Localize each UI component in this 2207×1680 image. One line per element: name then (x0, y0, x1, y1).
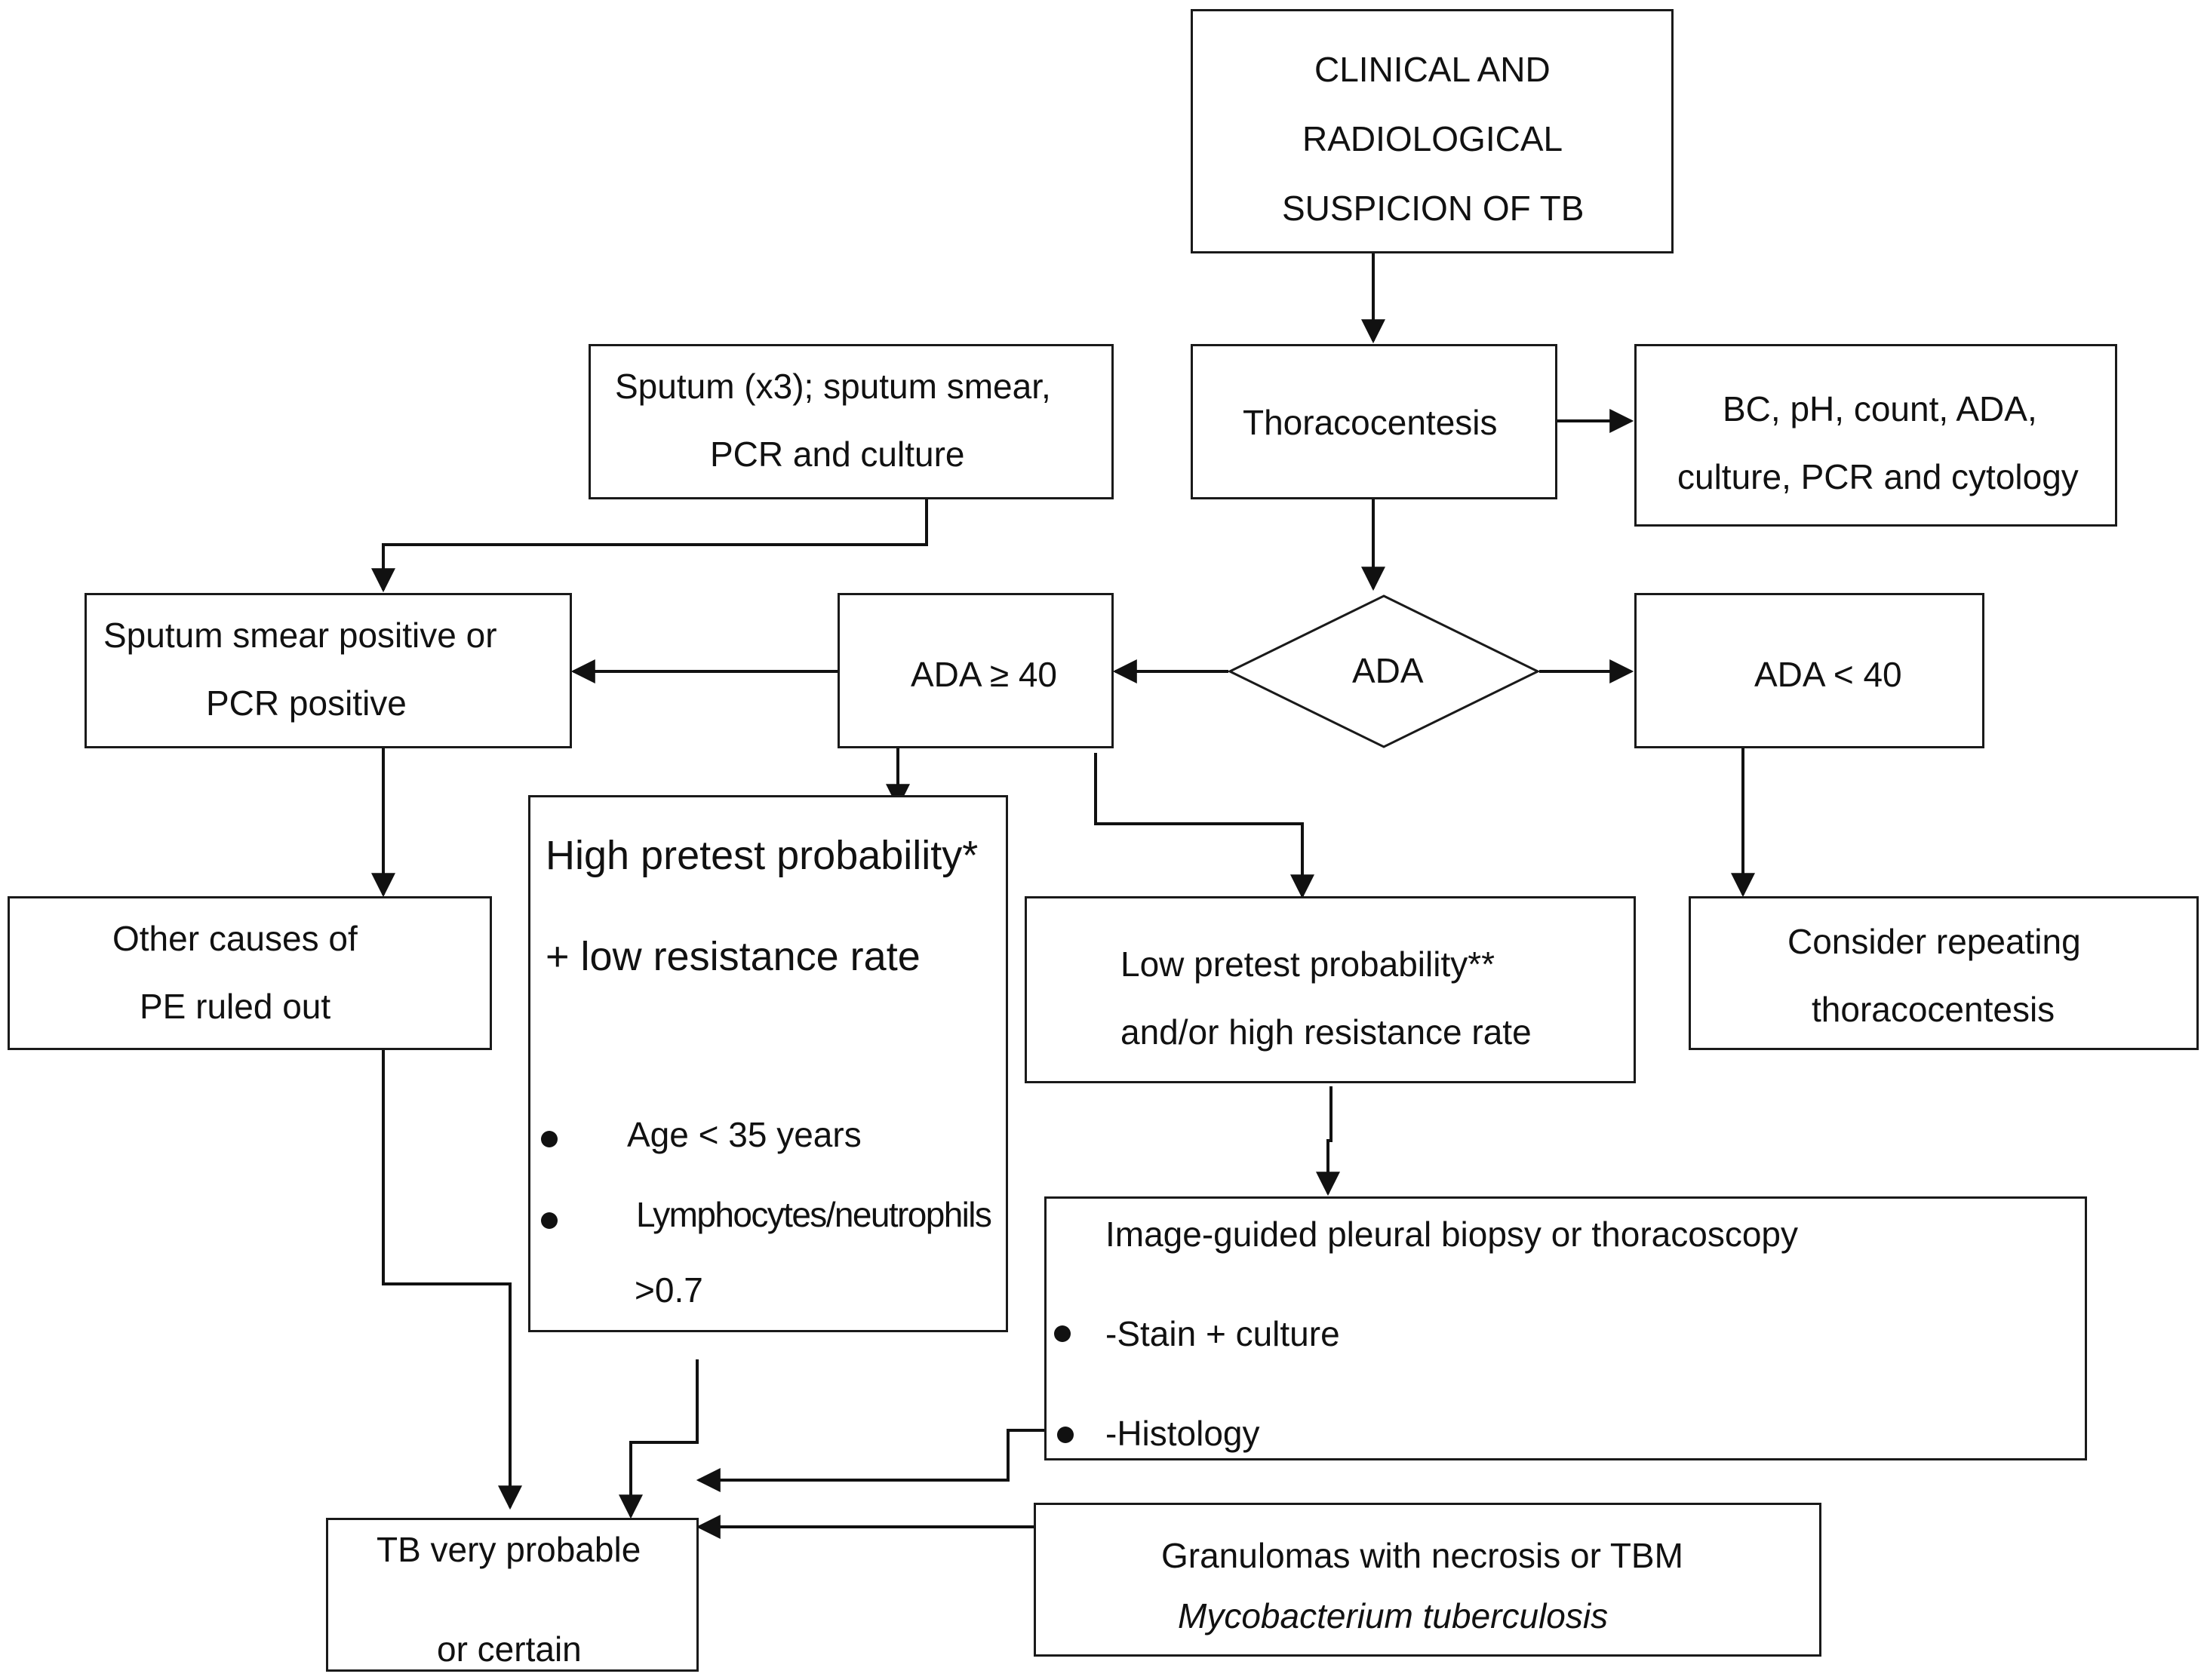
thoracocentesis-text: Thoracocentesis (1243, 403, 1498, 442)
high-pretest-text-line1: High pretest probability* (546, 833, 979, 878)
granulomas-box: Granulomas with necrosis or TBM Mycobact… (1034, 1503, 1821, 1657)
high-pretest-text-line2: + low resistance rate (546, 934, 921, 979)
low-pretest-text-line2: and/or high resistance rate (1120, 1012, 1532, 1052)
biopsy-item-2: -Histology (1105, 1414, 1260, 1453)
start-box: CLINICAL AND RADIOLOGICAL SUSPICION OF T… (1191, 9, 1674, 253)
biopsy-item-1: -Stain + culture (1105, 1314, 1340, 1353)
arrow-high-pretest-to-tb-probable (619, 1359, 699, 1519)
biopsy-bullet-2 (1057, 1427, 1074, 1443)
start-text-line2: RADIOLOGICAL (1302, 119, 1563, 158)
ada-decision-text: ADA (1352, 651, 1424, 690)
high-pretest-bullet-1-text: Age < 35 years (627, 1115, 862, 1154)
ada-low-box: ADA < 40 (1634, 593, 1984, 748)
low-pretest-text-line1: Low pretest probability** (1120, 944, 1495, 984)
high-pretest-bullet-1 (541, 1131, 558, 1147)
tests-box: BC, pH, count, ADA, culture, PCR and cyt… (1634, 344, 2117, 527)
sputum-text-line1: Sputum (x3); sputum smear, (615, 367, 1051, 406)
arrow-other-causes-to-tb-probable (382, 1050, 522, 1510)
tests-text-line2: culture, PCR and cytology (1677, 457, 2079, 496)
high-pretest-bullet-2-text-line1: Lymphocytes/neutrophils (636, 1195, 992, 1234)
sputum-positive-text-line1: Sputum smear positive or (103, 616, 497, 655)
start-text-line3: SUSPICION OF TB (1282, 189, 1585, 228)
high-pretest-bullet-2-text-line2: >0.7 (635, 1270, 703, 1310)
sputum-positive-box: Sputum smear positive or PCR positive (85, 593, 572, 748)
sputum-text-line2: PCR and culture (710, 435, 965, 474)
high-pretest-bullet-2 (541, 1212, 558, 1229)
sputum-box: Sputum (x3); sputum smear, PCR and cultu… (589, 344, 1114, 499)
other-causes-text-line2: PE ruled out (140, 987, 331, 1026)
ada-low-text: ADA < 40 (1754, 655, 1902, 694)
repeat-box: Consider repeating thoracocentesis (1689, 896, 2199, 1050)
arrow-biopsy-to-tb-probable (696, 1429, 1044, 1492)
low-pretest-box: Low pretest probability** and/or high re… (1025, 896, 1636, 1083)
biopsy-bullet-1 (1054, 1325, 1071, 1342)
ada-high-text: ADA ≥ 40 (911, 655, 1058, 694)
start-text-line1: CLINICAL AND (1314, 50, 1551, 89)
ada-high-box: ADA ≥ 40 (838, 593, 1114, 748)
tb-probable-text-line2: or certain (437, 1629, 582, 1669)
arrow-sputum-to-sputum-positive (371, 499, 928, 593)
biopsy-title: Image-guided pleural biopsy or thoracosc… (1105, 1215, 1798, 1254)
granulomas-text-line2: Mycobacterium tuberculosis (1178, 1596, 1609, 1635)
high-pretest-box: High pretest probability* + low resistan… (528, 795, 1008, 1332)
ada-decision-diamond: ADA (1227, 594, 1541, 748)
arrow-ada-high-to-low-pretest (1094, 753, 1314, 899)
other-causes-text-line1: Other causes of (112, 919, 358, 958)
thoracocentesis-box: Thoracocentesis (1191, 344, 1557, 499)
repeat-text-line1: Consider repeating (1787, 922, 2081, 961)
biopsy-box: Image-guided pleural biopsy or thoracosc… (1044, 1196, 2087, 1460)
tests-text-line1: BC, pH, count, ADA, (1723, 389, 2037, 428)
ada-diamond-shape (1227, 594, 1541, 748)
granulomas-text-line1: Granulomas with necrosis or TBM (1161, 1536, 1683, 1575)
arrow-low-pretest-to-biopsy (1316, 1086, 1340, 1196)
repeat-text-line2: thoracocentesis (1812, 990, 2055, 1029)
tb-probable-box: TB very probable or certain (326, 1518, 699, 1672)
sputum-positive-text-line2: PCR positive (206, 683, 407, 723)
tb-probable-text-line1: TB very probable (377, 1530, 641, 1569)
other-causes-box: Other causes of PE ruled out (8, 896, 492, 1050)
